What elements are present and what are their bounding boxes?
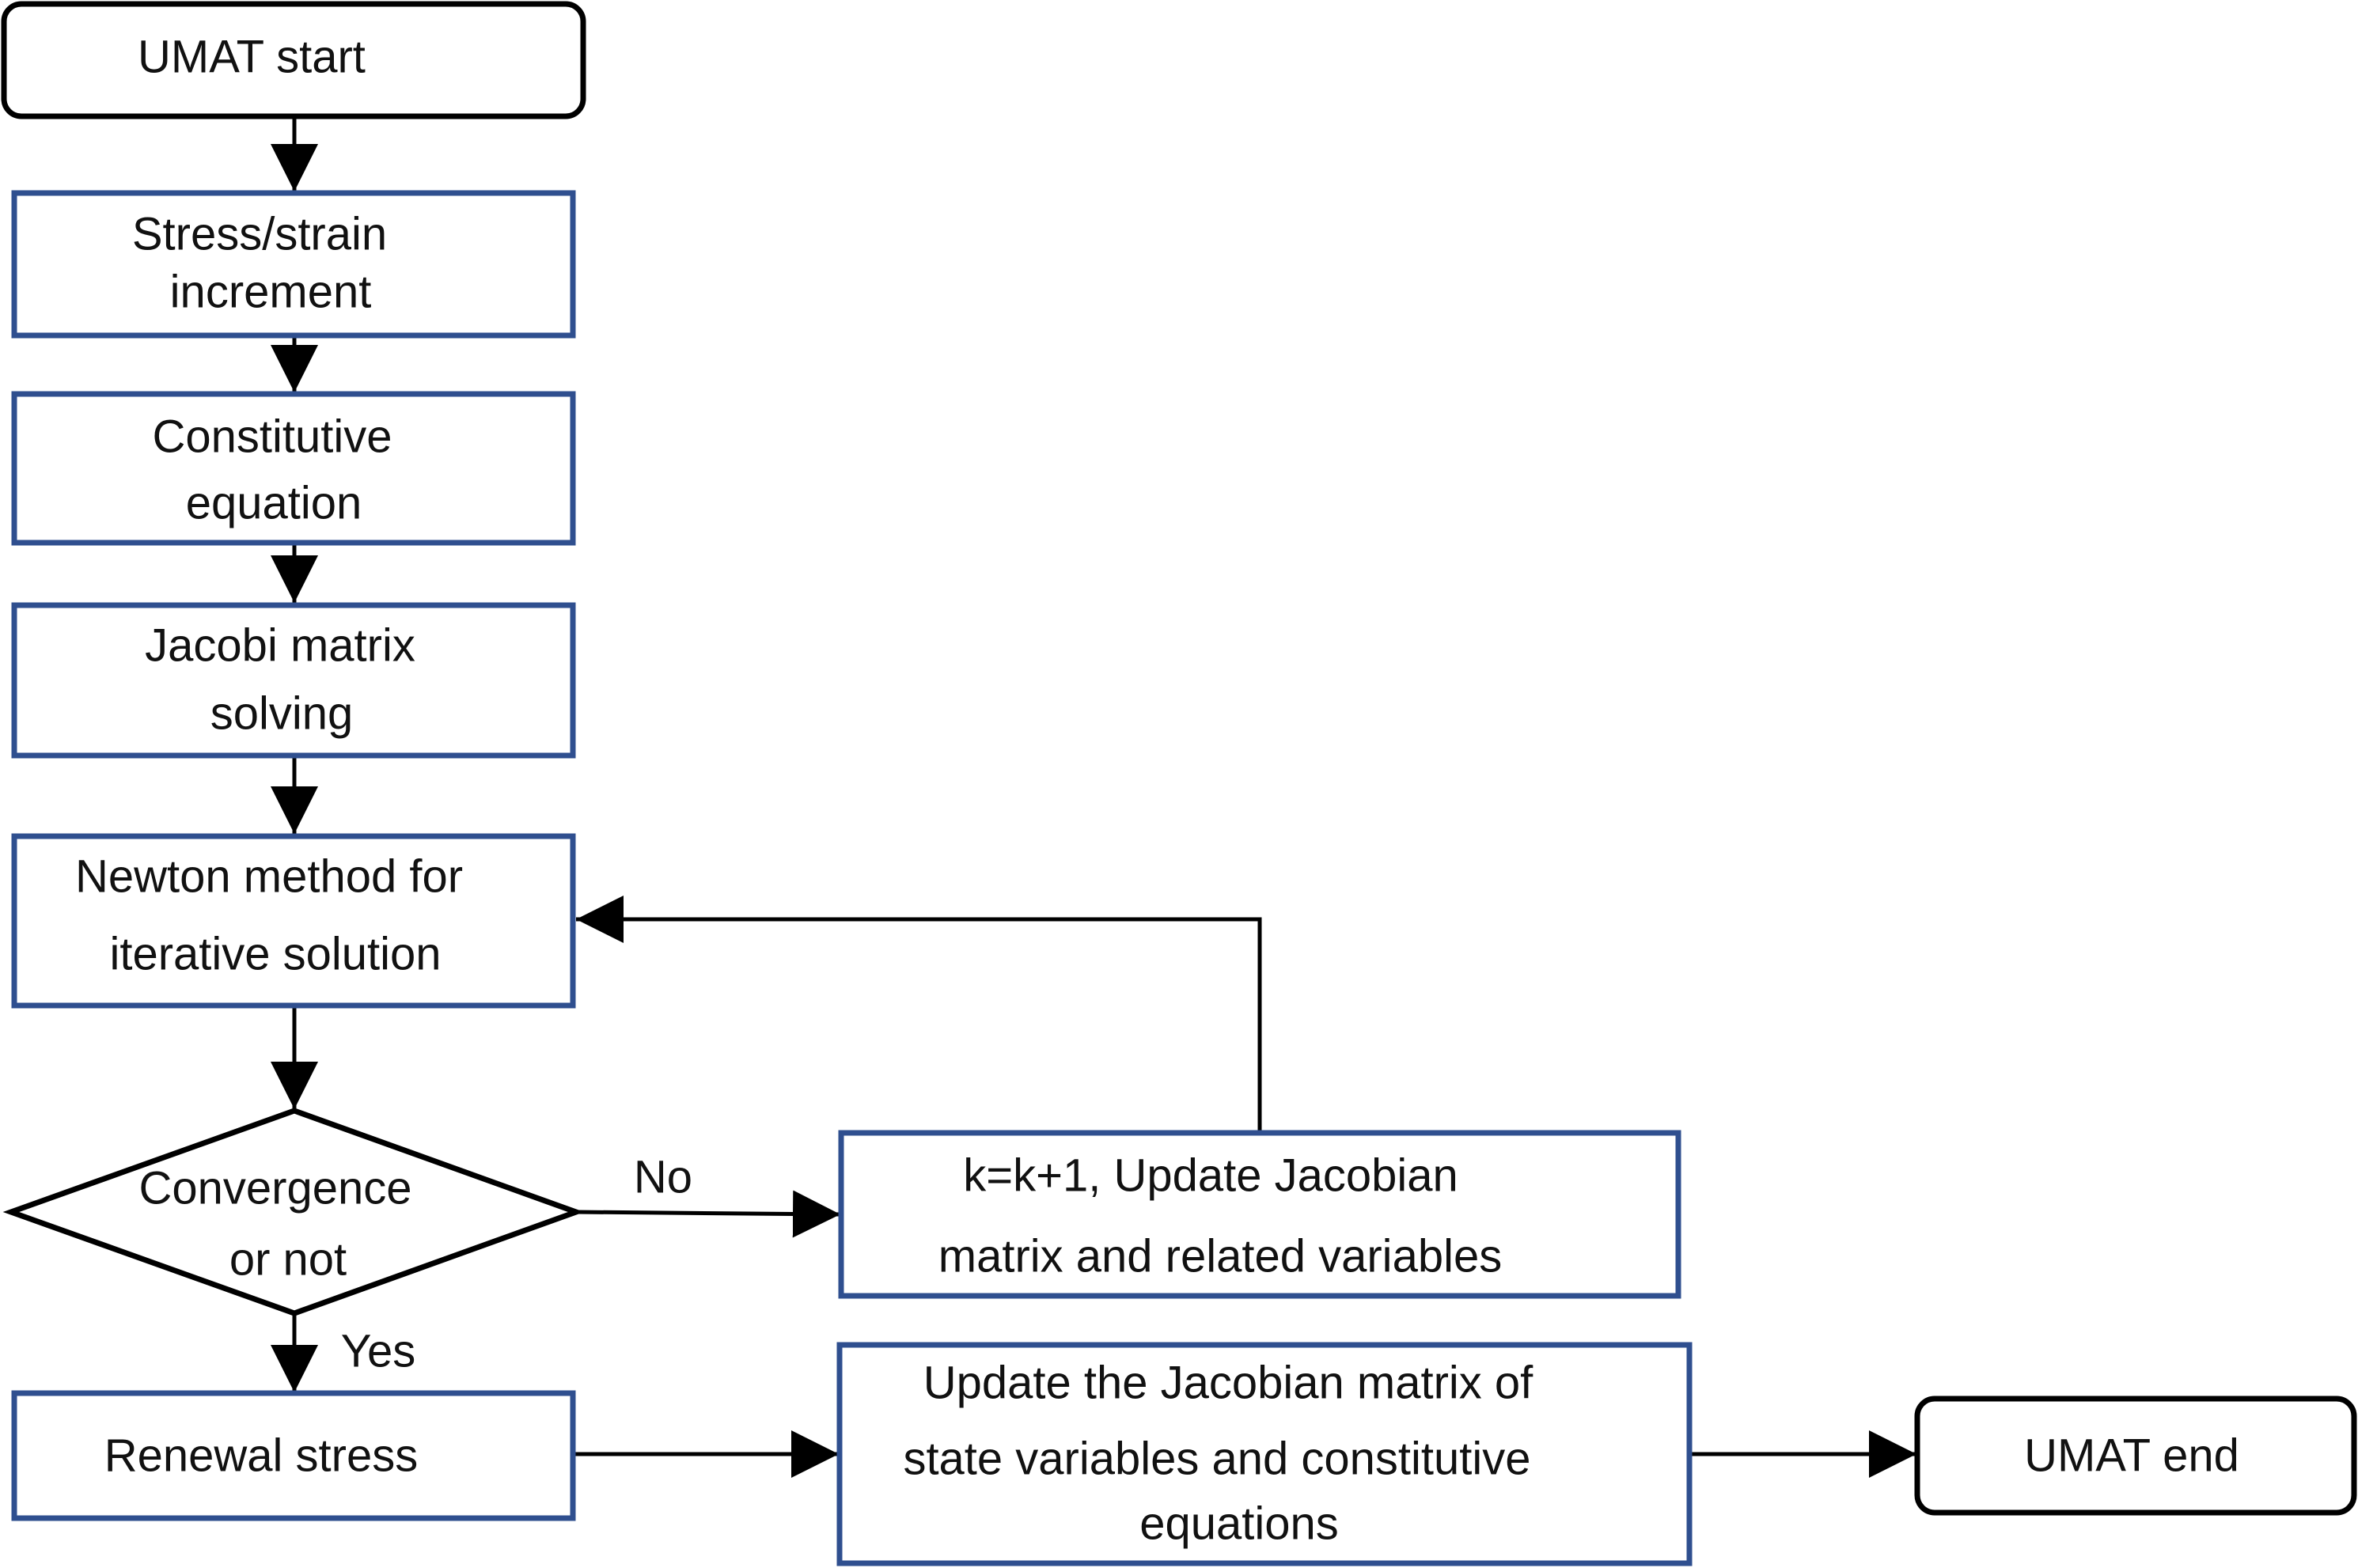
terminal-box xyxy=(1914,1396,2357,1516)
arrow-convergence-no xyxy=(575,1190,841,1238)
stress-strain-label-line2: increment xyxy=(170,266,372,317)
newton-label-line1: Newton method for xyxy=(75,850,463,902)
process-box xyxy=(836,1342,1693,1566)
start-label: UMAT start xyxy=(138,31,366,82)
node-update-state: Update the Jacobian matrix of state vari… xyxy=(836,1342,1693,1566)
renewal-label: Renewal stress xyxy=(104,1430,418,1481)
node-convergence: Convergence or not xyxy=(2,1108,585,1316)
edge-label-no: No xyxy=(634,1151,692,1203)
process-box xyxy=(11,391,576,546)
update-state-label-line1: Update the Jacobian matrix of xyxy=(923,1357,1533,1408)
process-box xyxy=(11,1390,576,1521)
update-state-label-line3: equations xyxy=(1139,1498,1339,1549)
terminal-box xyxy=(1,1,586,119)
end-label: UMAT end xyxy=(2024,1430,2239,1481)
connectors xyxy=(271,119,1916,1478)
node-renewal: Renewal stress xyxy=(11,1390,576,1521)
constitutive-label-line1: Constitutive xyxy=(152,411,392,462)
update-state-label-line2: state variables and constitutive xyxy=(903,1433,1530,1484)
process-box xyxy=(11,602,576,759)
convergence-label-line2: or not xyxy=(229,1233,347,1285)
arrow-loop-back-to-newton xyxy=(576,896,1262,1131)
node-newton: Newton method for iterative solution xyxy=(11,833,576,1009)
convergence-label-line1: Convergence xyxy=(139,1162,412,1214)
edge-label-yes: Yes xyxy=(341,1325,416,1377)
node-update-k: k=k+1, Update Jacobian matrix and relate… xyxy=(838,1130,1681,1299)
node-start: UMAT start xyxy=(1,1,586,119)
process-box xyxy=(838,1130,1681,1299)
decision-diamond xyxy=(2,1108,585,1316)
process-box xyxy=(11,833,576,1009)
update-k-label-line1: k=k+1, Update Jacobian xyxy=(963,1149,1458,1201)
node-end: UMAT end xyxy=(1914,1396,2357,1516)
jacobi-label-line2: solving xyxy=(210,687,354,739)
newton-label-line2: iterative solution xyxy=(109,928,441,979)
node-constitutive: Constitutive equation xyxy=(11,391,576,546)
update-k-label-line2: matrix and related variables xyxy=(938,1230,1502,1282)
process-box xyxy=(11,190,576,339)
node-stress-strain: Stress/strain increment xyxy=(11,190,576,339)
constitutive-label-line2: equation xyxy=(186,477,362,528)
stress-strain-label-line1: Stress/strain xyxy=(132,208,387,259)
node-jacobi: Jacobi matrix solving xyxy=(11,602,576,759)
jacobi-label-line1: Jacobi matrix xyxy=(145,619,415,671)
